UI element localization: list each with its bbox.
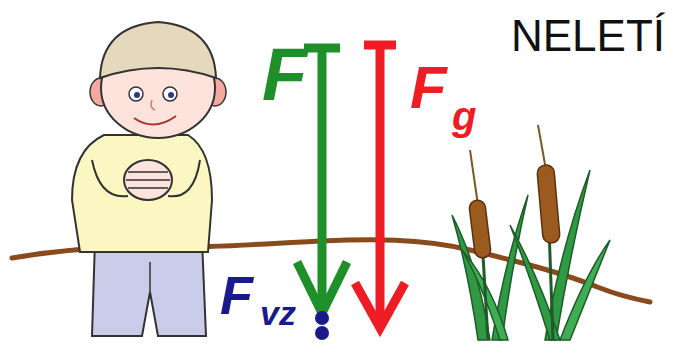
pupil: [168, 92, 174, 98]
force-arrow-fg: [355, 45, 405, 328]
cattail-head: [469, 199, 492, 259]
sweater: [72, 135, 212, 252]
pants: [92, 240, 206, 336]
leaf: [560, 240, 610, 340]
spike: [470, 150, 478, 205]
cap: [100, 22, 216, 78]
force-symbol: F: [220, 268, 253, 322]
status-word: NELETÍ: [511, 14, 665, 58]
child: [72, 22, 226, 336]
arrow-shaft: [376, 45, 385, 326]
cattail-head: [537, 164, 561, 243]
mouth: [134, 116, 176, 125]
force-subscript: g: [452, 96, 476, 136]
arrow-head: [297, 262, 347, 313]
pupil: [134, 92, 140, 98]
force-symbol: F: [410, 58, 447, 118]
spike: [538, 125, 546, 170]
arrow-shaft: [318, 48, 327, 312]
cattails: [452, 125, 610, 340]
nose: [151, 100, 155, 110]
fingers: [126, 172, 170, 188]
point-dot: [315, 326, 329, 340]
arm: [92, 160, 128, 196]
force-subscript: vz: [260, 296, 296, 330]
point-dot: [315, 311, 329, 325]
hands: [124, 160, 172, 200]
pants-seam: [149, 262, 151, 292]
eye: [163, 87, 177, 101]
force-symbol: F: [262, 38, 307, 112]
eye: [129, 87, 143, 101]
arrow-head: [355, 283, 405, 328]
